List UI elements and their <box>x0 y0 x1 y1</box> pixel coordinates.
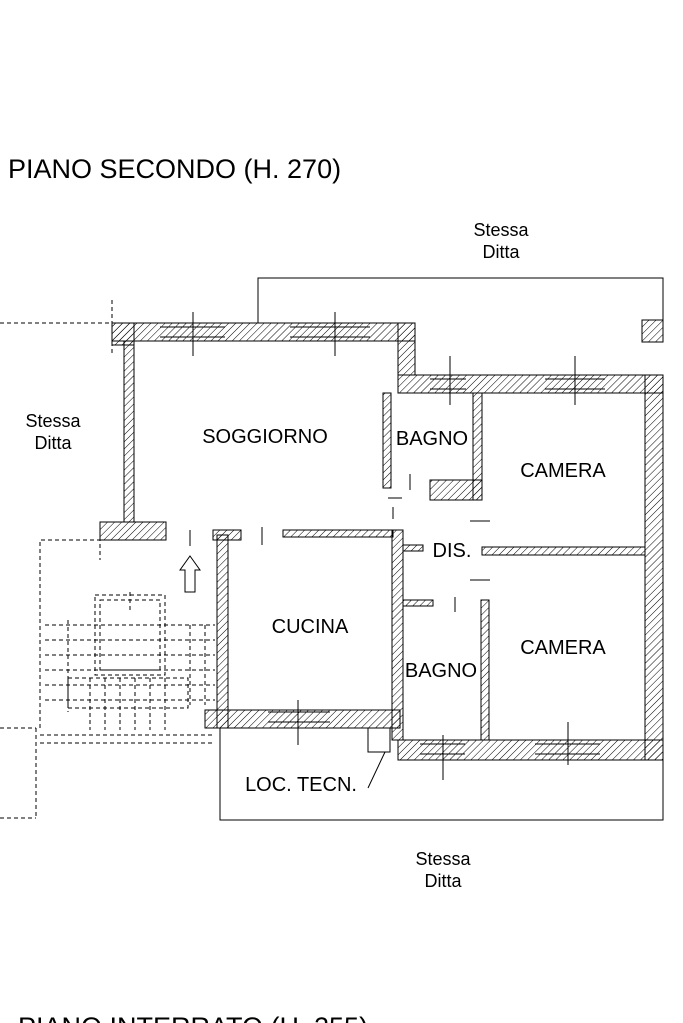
svg-text:Stessa: Stessa <box>25 411 81 431</box>
svg-text:Ditta: Ditta <box>34 433 72 453</box>
walls <box>99 319 664 761</box>
staircase <box>45 592 215 730</box>
room-loc-tecn: LOC. TECN. <box>245 774 357 796</box>
room-bagno-top: BAGNO <box>396 428 468 450</box>
property-boundaries <box>219 277 664 821</box>
plan-title: PIANO SECONDO (H. 270) <box>8 154 341 184</box>
room-soggiorno: SOGGIORNO <box>202 426 328 448</box>
room-bagno-bottom: BAGNO <box>405 660 477 682</box>
next-section-title: PIANO INTERRATO (H. 255) <box>18 1012 368 1023</box>
technical-shaft <box>367 727 391 753</box>
window-markers <box>160 312 605 780</box>
neighbor-label-left: Stessa Ditta <box>25 411 81 453</box>
room-camera-bottom: CAMERA <box>520 637 606 659</box>
neighbor-label-bottom: Stessa Ditta <box>415 849 471 891</box>
svg-text:Stessa: Stessa <box>415 849 471 869</box>
room-cucina: CUCINA <box>272 616 349 638</box>
room-camera-top: CAMERA <box>520 460 606 482</box>
svg-text:Stessa: Stessa <box>473 220 529 240</box>
leader-line <box>367 751 386 789</box>
room-dis: DIS. <box>433 540 472 562</box>
entrance-arrow-icon <box>179 555 201 593</box>
neighbor-label-top: Stessa Ditta <box>473 220 529 262</box>
svg-text:Ditta: Ditta <box>482 242 520 262</box>
svg-text:Ditta: Ditta <box>424 871 462 891</box>
dashed-neighbor-lines <box>0 300 215 819</box>
